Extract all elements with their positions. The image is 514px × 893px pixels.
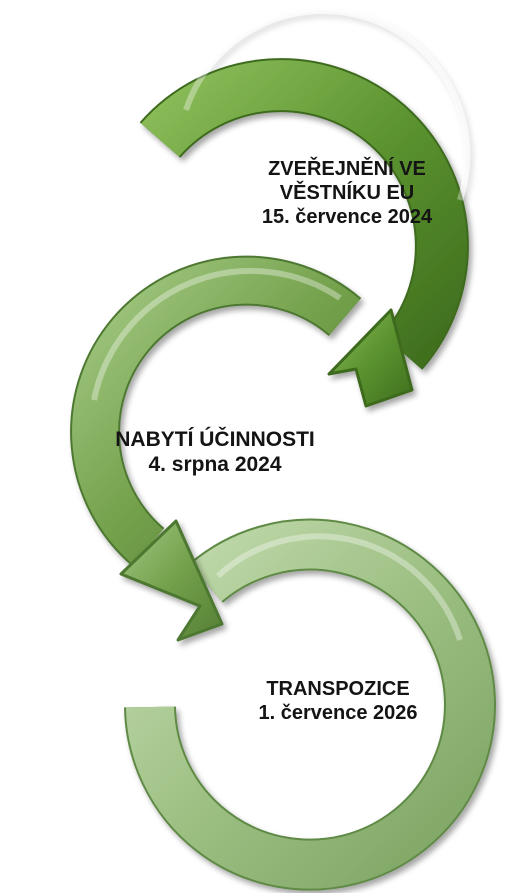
stage-date: 1. července 2026 bbox=[258, 702, 418, 724]
stage-label-nabyti-ucinnosti: NABYTÍ ÚČINNOSTI 4. srpna 2024 bbox=[90, 427, 340, 477]
arrow-nabyti-ucinnosti bbox=[70, 255, 362, 642]
stage-date: 4. srpna 2024 bbox=[148, 453, 282, 477]
stage-title-line1: ZVEŘEJNĚNÍ VE bbox=[268, 158, 426, 180]
stage-title-line2: VĚSTNÍKU EU bbox=[279, 182, 415, 204]
stage-date: 15. července 2024 bbox=[261, 206, 433, 228]
stage-label-transpozice: TRANSPOZICE 1. července 2026 bbox=[208, 677, 468, 725]
stage-title-line1: TRANSPOZICE bbox=[266, 678, 410, 700]
arrow-transpozice bbox=[124, 518, 496, 891]
arrow-zverejneni bbox=[139, 7, 471, 408]
stage-title-line1: NABYTÍ ÚČINNOSTI bbox=[115, 428, 315, 451]
stage-label-zverejneni: ZVEŘEJNĚNÍ VE VĚSTNÍKU EU 15. července 2… bbox=[222, 157, 472, 229]
